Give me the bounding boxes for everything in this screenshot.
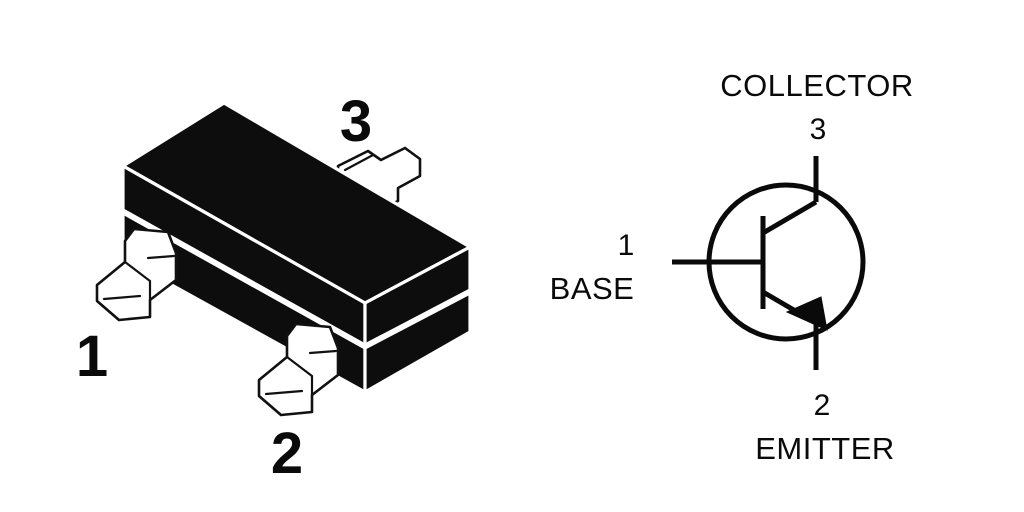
package-pin3-label: 3 [340,89,372,154]
package-right-end-face-upper [363,244,472,348]
emitter-pin-label: 2 [814,389,831,422]
base-label: BASE [550,271,635,306]
package-right-end-face-lower [363,290,472,395]
package-drawing: 1 2 3 [76,89,474,486]
emitter-arrowhead-icon [785,296,828,331]
emitter-label: EMITTER [755,431,895,466]
collector-pin-label: 3 [810,113,827,146]
package-pin2-label: 2 [271,421,303,486]
package-lead-pin1 [95,227,178,322]
collector-label: COLLECTOR [720,68,913,103]
package-pin1-label: 1 [76,324,108,389]
collector-slant-line [761,199,818,236]
base-pin-label: 1 [618,229,635,262]
schematic-symbol: COLLECTOR 3 1 BASE 2 EMITTER [550,68,914,466]
package-lead-pin2 [257,322,340,417]
